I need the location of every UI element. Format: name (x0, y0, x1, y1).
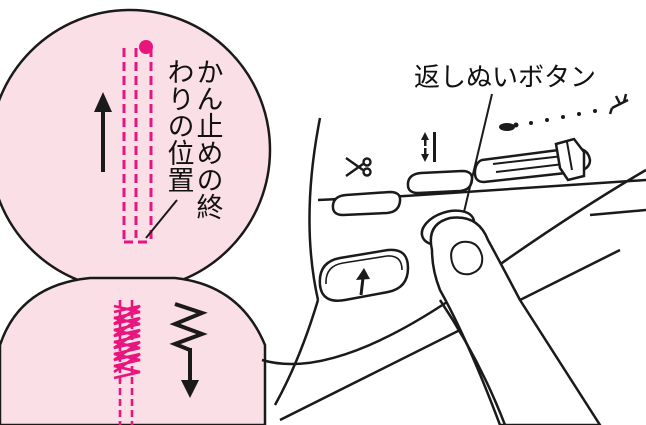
needle-drop-dot (139, 40, 153, 54)
bartack-end-detail: かん止めの終 わりの位置 (0, 8, 272, 292)
up-arrow-icon (356, 268, 370, 296)
turtle-icon (499, 122, 519, 131)
stitch-line (122, 48, 153, 244)
reverse-button-pointer (463, 93, 493, 213)
panel-lower-edge (273, 299, 320, 406)
speed-slider-knob[interactable] (554, 137, 586, 182)
rabbit-icon (608, 93, 629, 115)
reverse-stitch-detail (0, 276, 267, 425)
needle-position-icon (421, 132, 436, 162)
speed-control-slider[interactable] (473, 93, 629, 184)
needle-position-button[interactable] (406, 132, 474, 195)
panel-base-curve (279, 248, 621, 422)
pressing-finger (429, 216, 602, 425)
thread-cutter-button[interactable] (331, 157, 402, 217)
callout-pointer (145, 199, 178, 239)
reverse-stitching (113, 300, 141, 425)
reverse-button-label: 返しぬいボタン (414, 63, 596, 93)
panel-left-edge (308, 117, 322, 301)
panel-right-line (589, 208, 646, 217)
bartack-end-text-line2: わりの位置 (163, 58, 194, 193)
reverse-direction-zigzag-arrow-icon (169, 302, 208, 398)
scissors-icon (345, 157, 372, 177)
sew-direction-up-arrow-icon (94, 92, 112, 172)
bartack-end-text-line1: かん止めの終 (192, 58, 224, 220)
speed-scale-dots (529, 109, 597, 125)
start-stop-button[interactable] (318, 248, 410, 302)
